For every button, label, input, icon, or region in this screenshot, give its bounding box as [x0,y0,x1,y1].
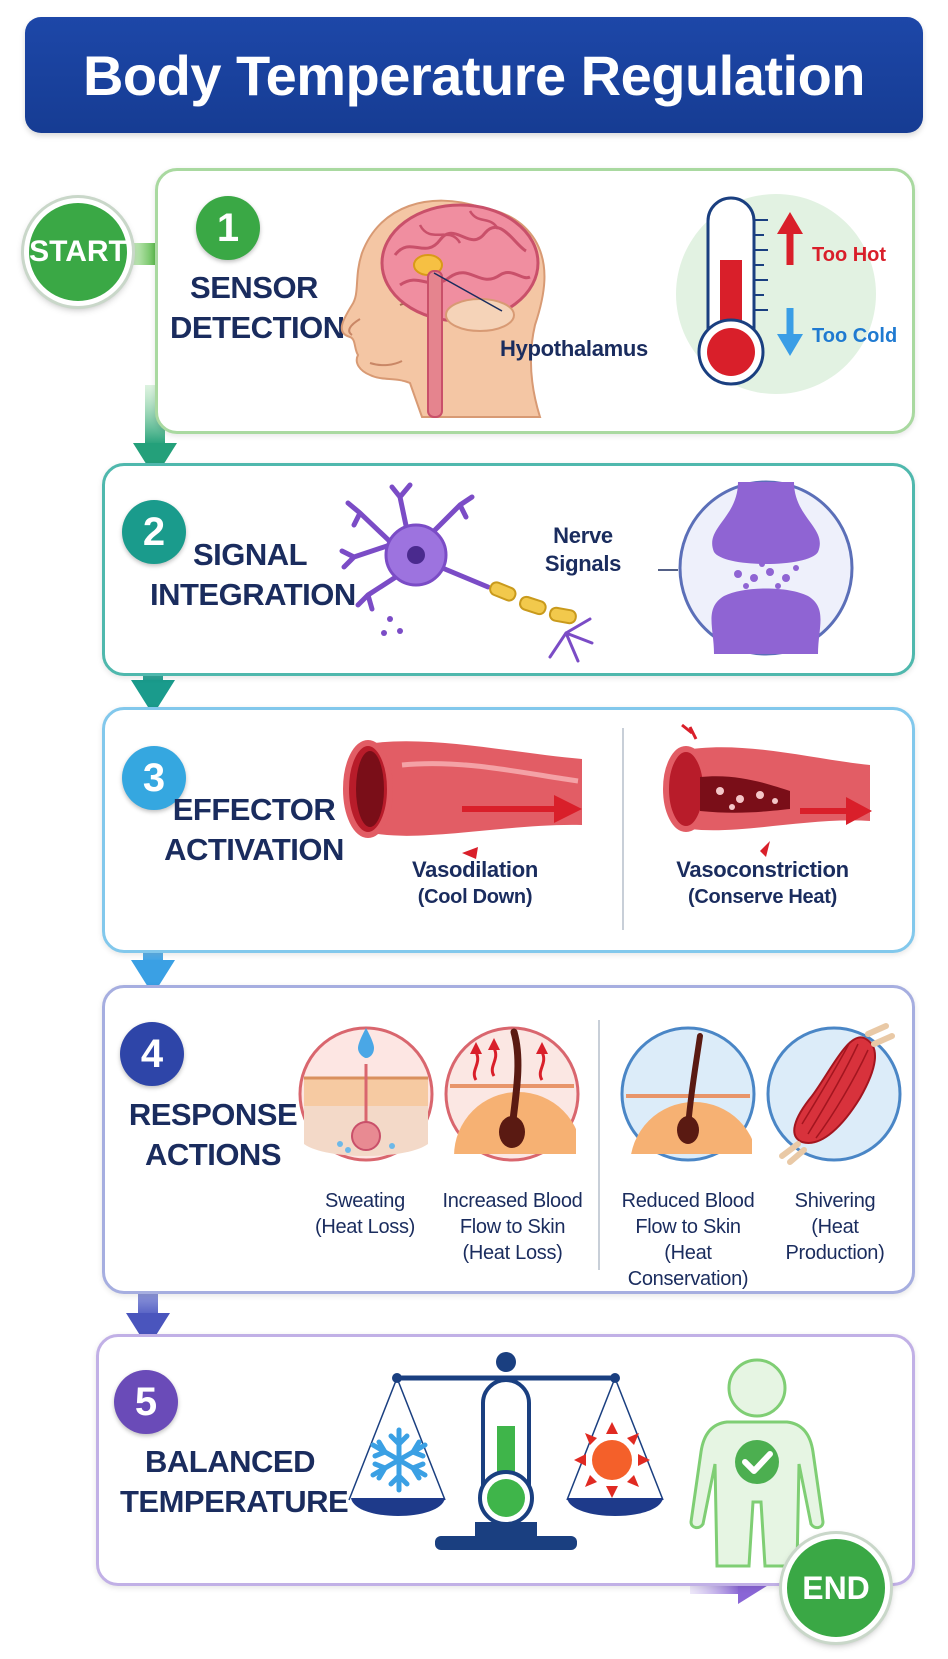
step-3-title-line1: EFFECTOR [172,792,336,827]
increased-blood-line2: Flow to Skin [459,1216,566,1238]
sweat-gland-icon [298,1026,434,1162]
step-2-number: 2 [122,500,186,564]
too-cold-label: Too Cold [812,325,898,347]
header-banner: Body Temperature Regulation [25,17,923,133]
brain-head-icon [340,199,546,418]
vasodilation-label: Vasodilation [412,857,538,882]
reduced-blood-line1: Reduced Blood [621,1190,755,1212]
start-badge: START [24,198,132,306]
vasodilation-note: (Cool Down) [417,886,533,908]
step-4-title-line1: RESPONSE [128,1097,298,1132]
step-1-number: 1 [196,196,260,260]
effector-divider [622,728,624,930]
step-2-title: SIGNAL INTEGRATION [150,535,356,615]
shivering-caption: Shivering (Heat Production) [760,1188,910,1266]
increased-blood-flow-caption: Increased Blood Flow to Skin (Heat Loss) [430,1188,595,1266]
vasodilation-vessel-icon [343,740,582,859]
step-4-number: 4 [120,1022,184,1086]
step-3-number: 3 [122,746,186,810]
step-2-title-line1: SIGNAL [192,537,308,572]
vasoconstriction-vessel-icon [663,723,872,857]
shivering-line1: Shivering [794,1190,876,1212]
too-hot-label: Too Hot [812,244,887,266]
step-3-title-line2: ACTIVATION [164,832,344,867]
step-1-title-line2: DETECTION [170,310,345,345]
step-5-title-line1: BALANCED [145,1444,315,1479]
vasodilation-caption: Vasodilation (Cool Down) [380,856,570,910]
increased-blood-line1: Increased Blood [442,1190,583,1212]
step-5-title: BALANCED TEMPERATURE [120,1442,349,1522]
step-4-title-line2: ACTIONS [145,1137,282,1172]
step-2-title-line2: INTEGRATION [150,577,356,612]
sweating-caption: Sweating (Heat Loss) [290,1188,440,1240]
reduced-blood-line2: Flow to Skin [635,1216,741,1238]
shivering-line2: (Heat Production) [785,1216,885,1264]
hypothalamus-label: Hypothalamus [500,336,648,361]
neuron-icon [339,482,594,663]
balance-scale-icon [348,1352,664,1550]
nerve-signals-line1: Nerve [553,523,613,548]
step-5-number: 5 [114,1370,178,1434]
snowflake-icon [370,1427,428,1493]
step-5-title-line2: TEMPERATURE [120,1484,349,1519]
step-3-panel [102,707,915,953]
sweating-line1: Sweating [325,1190,405,1212]
vasoconstriction-label: Vasoconstriction [676,857,849,882]
sweating-line2: (Heat Loss) [314,1216,416,1238]
sun-icon [574,1422,650,1498]
muscle-icon [766,1023,902,1165]
vasoconstriction-note: (Conserve Heat) [688,886,837,908]
thermometer-icon [676,194,876,394]
nerve-signals-label: Nerve Signals [528,522,638,578]
reduced-blood-line3: (Heat Conservation) [627,1242,749,1290]
vasoconstriction-caption: Vasoconstriction (Conserve Heat) [655,856,870,910]
hair-follicle-cold-icon [620,1026,756,1162]
step-1-title: SENSOR DETECTION [170,268,345,348]
step-1-title-line1: SENSOR [190,270,318,305]
step-4-title: RESPONSE ACTIONS [128,1095,298,1175]
page-title: Body Temperature Regulation [82,43,866,107]
step-3-title: EFFECTOR ACTIVATION [160,790,348,870]
increased-blood-line3: (Heat Loss) [462,1242,563,1264]
body-check-icon [689,1358,825,1568]
end-badge: END [782,1534,890,1642]
response-divider [598,1020,600,1270]
hair-follicle-heat-icon [444,1026,580,1162]
reduced-blood-flow-caption: Reduced Blood Flow to Skin (Heat Conserv… [604,1188,772,1292]
nerve-signals-line2: Signals [544,551,622,576]
synapse-icon [658,480,854,656]
